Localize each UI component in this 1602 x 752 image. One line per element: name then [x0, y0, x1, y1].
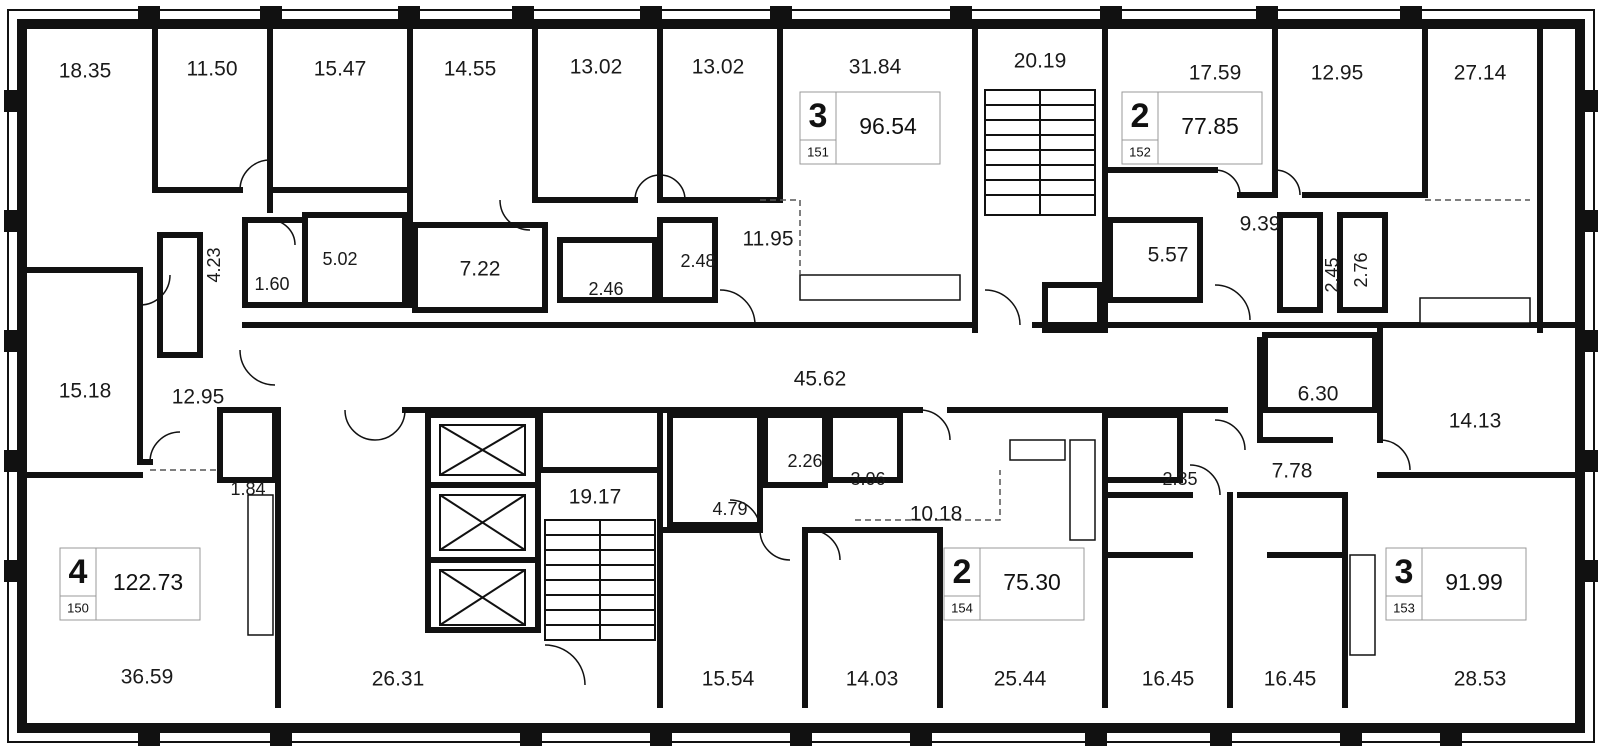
stairs-upper [984, 89, 1096, 216]
room-area-label: 12.95 [172, 386, 225, 409]
room-area-label: 2.76 [1351, 252, 1371, 287]
stairs-lower [544, 519, 656, 641]
room-area-label: 25.44 [994, 668, 1047, 691]
room-area-label: 12.95 [1311, 62, 1364, 85]
room-area-label: 3.06 [850, 469, 885, 489]
room-area-label: 28.53 [1454, 668, 1507, 691]
apartment-area: 77.85 [1181, 113, 1239, 139]
room-area-label: 11.95 [743, 228, 794, 251]
room-area-label: 2.45 [1322, 257, 1342, 292]
room-area-label: 14.03 [846, 668, 899, 691]
window-bays-sides [4, 90, 1598, 582]
room-area-label: 7.22 [460, 258, 501, 281]
room-area-label: 11.50 [187, 58, 238, 81]
apartment-area: 96.54 [859, 113, 917, 139]
room-area-label: 15.18 [59, 380, 112, 403]
room-area-label: 14.13 [1449, 410, 1502, 433]
room-area-label: 17.59 [1189, 62, 1242, 85]
window-bays-top [138, 6, 1422, 26]
room-area-label: 19.17 [569, 486, 622, 509]
kitchen-fixtures [247, 274, 1531, 656]
room-area-label: 5.02 [322, 249, 357, 269]
room-area-label: 18.35 [59, 60, 112, 83]
apartment-badge-153[interactable]: 3 153 91.99 [1385, 547, 1527, 621]
room-area-label: 16.45 [1264, 668, 1317, 691]
room-area-label: 15.54 [702, 668, 755, 691]
room-area-label: 4.23 [204, 247, 224, 282]
room-area-label: 16.45 [1142, 668, 1195, 691]
apartment-rooms: 4 [69, 553, 88, 591]
room-area-label: 10.18 [910, 503, 963, 526]
room-labels: 18.35 11.50 15.47 14.55 13.02 13.02 31.8… [59, 50, 1507, 691]
apartment-rooms: 3 [809, 97, 828, 135]
apartment-badge-150[interactable]: 4 150 122.73 [59, 547, 201, 621]
apartment-rooms: 2 [1131, 97, 1150, 135]
room-area-label: 15.47 [314, 58, 367, 81]
room-area-label: 9.39 [1240, 213, 1281, 236]
room-area-label: 5.57 [1148, 244, 1189, 267]
room-area-label: 31.84 [849, 56, 902, 79]
room-area-label: 6.30 [1298, 383, 1339, 406]
apartment-badge-154[interactable]: 2 154 75.30 [943, 547, 1085, 621]
interior-walls [19, 25, 1583, 708]
room-area-label: 2.26 [787, 451, 822, 471]
room-area-label: 27.14 [1454, 62, 1507, 85]
apartment-number: 151 [807, 144, 829, 159]
room-area-label: 4.79 [712, 499, 747, 519]
room-area-label: 2.46 [588, 279, 623, 299]
apartment-badge-152[interactable]: 2 152 77.85 [1121, 91, 1263, 165]
apartment-number: 150 [67, 600, 89, 615]
room-area-label: 26.31 [372, 668, 425, 691]
apartment-number: 154 [951, 600, 973, 615]
window-bays-bottom [138, 726, 1462, 746]
apartment-rooms: 2 [953, 553, 972, 591]
room-area-label: 2.48 [680, 251, 715, 271]
apartment-rooms: 3 [1395, 553, 1414, 591]
room-area-label: 7.78 [1272, 460, 1313, 483]
room-area-label: 1.84 [230, 479, 265, 499]
apartment-badge-151[interactable]: 3 151 96.54 [799, 91, 941, 165]
room-area-label: 45.62 [794, 368, 847, 391]
outer-walls [4, 6, 1598, 746]
room-area-label: 1.60 [254, 274, 289, 294]
apartment-area: 75.30 [1003, 569, 1061, 595]
room-area-label: 13.02 [692, 56, 745, 79]
room-area-label: 20.19 [1014, 50, 1067, 73]
apartment-number: 152 [1129, 144, 1151, 159]
room-area-label: 36.59 [121, 666, 174, 689]
room-area-label: 2.35 [1162, 469, 1197, 489]
room-area-label: 14.55 [444, 58, 497, 81]
apartment-number: 153 [1393, 600, 1415, 615]
room-area-label: 13.02 [570, 56, 623, 79]
doors [139, 159, 1411, 686]
apartment-area: 122.73 [113, 569, 183, 595]
apartment-area: 91.99 [1445, 569, 1503, 595]
